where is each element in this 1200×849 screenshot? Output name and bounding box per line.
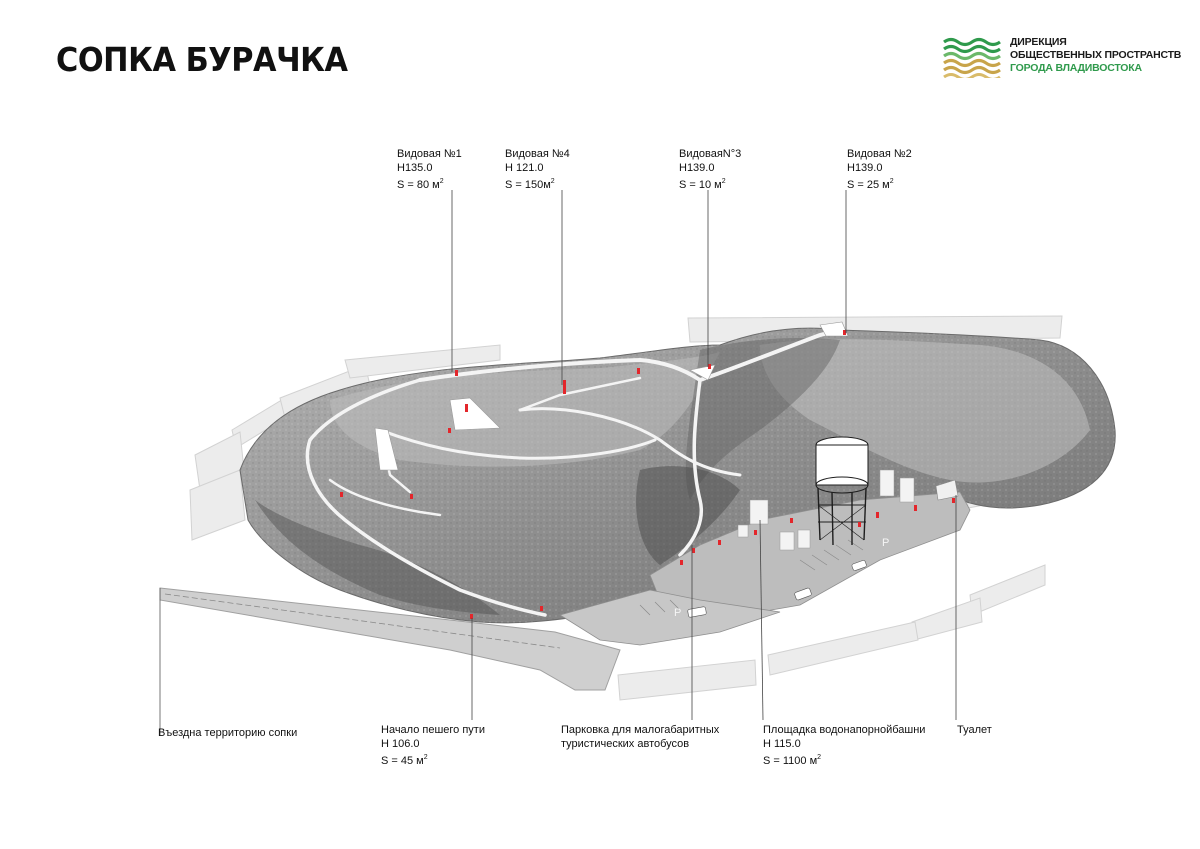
tower-plaza bbox=[559, 469, 971, 646]
callout-view-3: ВидоваяN°3 Н139.0 S = 10 м2 bbox=[679, 148, 741, 193]
trail-area-value: S = 45 м bbox=[381, 755, 424, 767]
view-1-area: S = 80 м2 bbox=[397, 175, 462, 193]
organization-logo: ДИРЕКЦИЯ ОБЩЕСТВЕННЫХ ПРОСТРАНСТВ ГОРОДА… bbox=[942, 34, 1181, 80]
view-4-name: Видовая №4 bbox=[505, 148, 570, 160]
water-tower bbox=[815, 436, 869, 546]
callout-trail-start: Начало пешего пути Н 106.0 S = 45 м2 bbox=[381, 724, 485, 769]
view-3-height: Н139.0 bbox=[679, 161, 715, 174]
view-2-area-sup: 2 bbox=[889, 178, 894, 185]
trail-area-sup: 2 bbox=[423, 754, 428, 761]
view-2-height: Н139.0 bbox=[847, 161, 883, 174]
view-1-area-sup: 2 bbox=[439, 178, 444, 185]
view-1-name: Видовая №1 bbox=[397, 148, 462, 160]
tower-area: S = 1100 м2 bbox=[763, 751, 925, 769]
logo-line-2: ОБЩЕСТВЕННЫХ ПРОСТРАНСТВ bbox=[1010, 49, 1182, 61]
callout-view-1: Видовая №1 Н135.0 S = 80 м2 bbox=[397, 148, 462, 193]
entry-name: Въездна территорию сопки bbox=[158, 727, 298, 739]
view-3-name: ВидоваяN°3 bbox=[679, 148, 742, 160]
waves-logo-icon bbox=[943, 37, 1001, 78]
view-4-area: S = 150м2 bbox=[505, 175, 570, 193]
parking-mark-1: P bbox=[882, 537, 889, 549]
logo-line-3: ГОРОДА ВЛАДИВОСТОКА bbox=[1010, 62, 1142, 74]
access-road bbox=[159, 587, 621, 735]
callout-entry: Въездна территорию сопки bbox=[158, 727, 297, 741]
view-2-area: S = 25 м2 bbox=[847, 175, 912, 193]
leader-lines bbox=[451, 190, 957, 721]
tower-area-sup: 2 bbox=[817, 754, 822, 761]
view-2-area-value: S = 25 м bbox=[847, 179, 890, 191]
view-3-area-sup: 2 bbox=[721, 178, 726, 185]
callout-view-2: Видовая №2 Н139.0 S = 25 м2 bbox=[847, 148, 912, 193]
view-4-area-sup: 2 bbox=[550, 178, 555, 185]
view-4-area-value: S = 150м bbox=[505, 179, 551, 191]
tower-area-value: S = 1100 м bbox=[763, 755, 818, 767]
trail-area: S = 45 м2 bbox=[381, 751, 485, 769]
callout-bus-parking: Парковка для малогабаритных туристически… bbox=[561, 724, 719, 751]
callout-view-4: Видовая №4 Н 121.0 S = 150м2 bbox=[505, 148, 570, 193]
parking-mark-2: P bbox=[674, 607, 681, 619]
toilet-name: Туалет bbox=[957, 724, 992, 736]
view-2-name: Видовая №2 bbox=[847, 148, 912, 160]
trail-height: Н 106.0 bbox=[381, 737, 420, 750]
page-title: СОПКА БУРАЧКА bbox=[56, 40, 348, 79]
walking-paths bbox=[305, 328, 842, 617]
callout-tower-platform: Площадка водонапорнойбашни Н 115.0 S = 1… bbox=[763, 724, 925, 769]
logo-line-1: ДИРЕКЦИЯ bbox=[1010, 36, 1067, 48]
view-1-area-value: S = 80 м bbox=[397, 179, 440, 191]
red-markers bbox=[340, 330, 955, 619]
tower-name: Площадка водонапорнойбашни bbox=[763, 724, 926, 736]
view-3-area-value: S = 10 м bbox=[679, 179, 722, 191]
tower-height: Н 115.0 bbox=[763, 737, 801, 750]
trail-name: Начало пешего пути bbox=[381, 724, 485, 736]
callout-toilet: Туалет bbox=[957, 724, 992, 738]
parking-line-1: Парковка для малогабаритных bbox=[561, 724, 720, 736]
view-1-height: Н135.0 bbox=[397, 161, 433, 174]
parking-line-2: туристических автобусов bbox=[561, 737, 690, 750]
view-3-area: S = 10 м2 bbox=[679, 175, 741, 193]
view-4-height: Н 121.0 bbox=[505, 161, 544, 174]
